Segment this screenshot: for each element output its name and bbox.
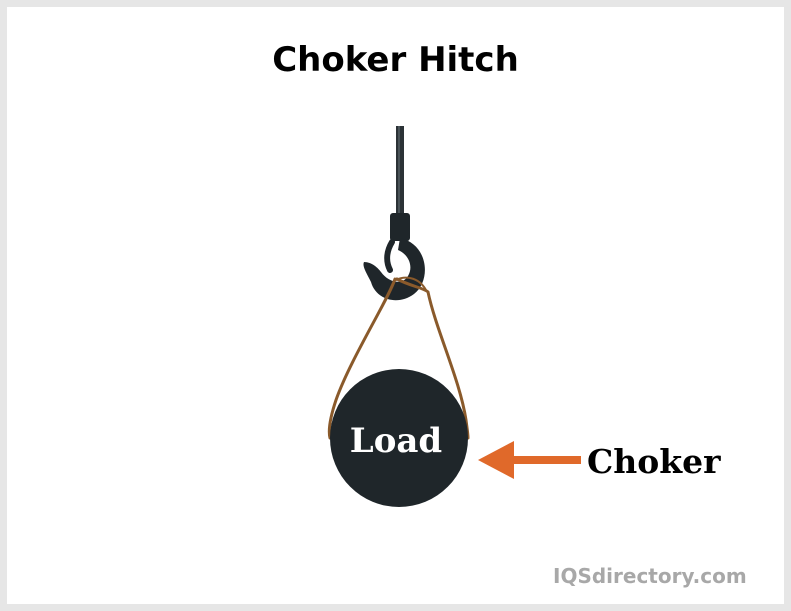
load-label: Load (350, 421, 442, 461)
load-circle (330, 369, 468, 507)
diagram-title: Choker Hitch (272, 40, 519, 80)
crane-cable-highlight (398, 126, 400, 216)
watermark: IQSdirectory.com (553, 564, 747, 588)
hook-shank (390, 213, 410, 241)
crane-hook-icon (363, 238, 425, 301)
choker-label: Choker (587, 442, 721, 481)
choker-arrow-icon (478, 441, 581, 479)
